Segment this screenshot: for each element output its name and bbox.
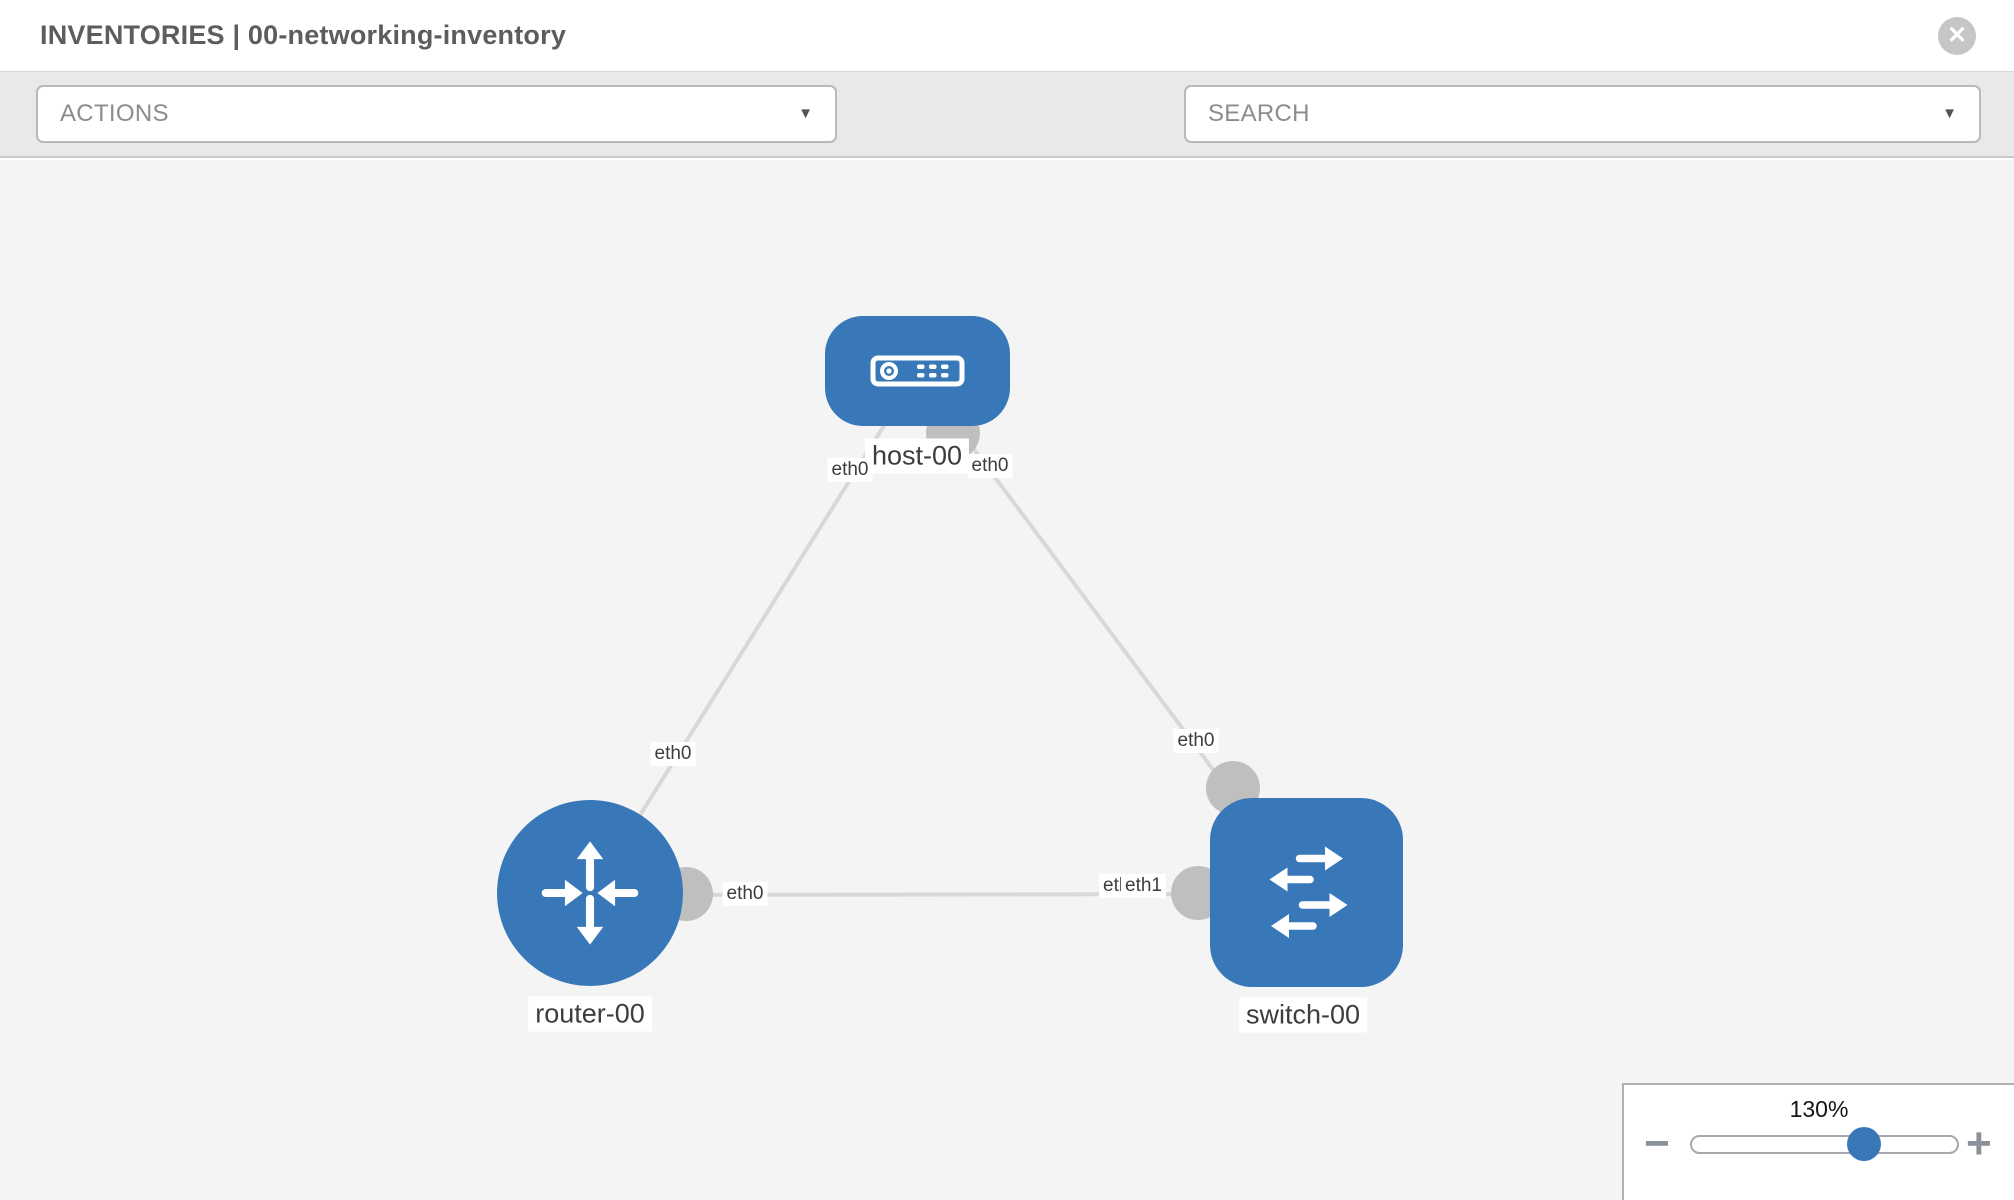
- search-dropdown[interactable]: SEARCH ▼: [1184, 85, 1981, 143]
- zoom-in-button[interactable]: +: [1966, 1116, 1992, 1172]
- interface-label-eth0: eth0: [1173, 729, 1219, 753]
- switch-icon: [1269, 846, 1347, 938]
- interface-label-eth0: eth0: [650, 742, 696, 766]
- node-label-router-00: router-00: [528, 996, 652, 1032]
- actions-dropdown-label: ACTIONS: [60, 100, 169, 127]
- node-label-switch-00: switch-00: [1238, 997, 1368, 1033]
- header: INVENTORIES | 00-networking-inventory ✕: [0, 0, 2014, 72]
- node-router-00[interactable]: [497, 800, 683, 986]
- topology-canvas[interactable]: host-00 router-00 switch-00 eth0 eth0 et…: [0, 160, 2014, 1200]
- interface-label-eth0: eth0: [967, 454, 1013, 478]
- toolbar: ACTIONS ▼ SEARCH ▼: [0, 72, 2014, 208]
- router-icon: [541, 841, 639, 945]
- zoom-out-button[interactable]: −: [1644, 1116, 1670, 1172]
- page-title: INVENTORIES | 00-networking-inventory: [40, 20, 567, 50]
- chevron-down-icon: ▼: [1942, 105, 1957, 122]
- node-switch-00[interactable]: [1210, 798, 1403, 987]
- node-host-00[interactable]: [825, 316, 1010, 426]
- zoom-slider-knob[interactable]: [1847, 1127, 1881, 1161]
- close-icon: ✕: [1946, 22, 1968, 49]
- search-placeholder: SEARCH: [1208, 100, 1310, 127]
- node-label-host-00: host-00: [864, 438, 970, 474]
- zoom-control: 130% − +: [1622, 1083, 2014, 1200]
- zoom-slider[interactable]: [1690, 1127, 1959, 1161]
- topology-links-layer: [588, 371, 1308, 921]
- actions-dropdown[interactable]: ACTIONS ▼: [36, 85, 837, 143]
- chevron-down-icon: ▼: [798, 105, 813, 122]
- interface-label-eth1: eth1: [1121, 874, 1166, 898]
- interface-label-eth0: eth0: [722, 882, 768, 906]
- zoom-percentage: 130%: [1789, 1096, 1849, 1122]
- close-button[interactable]: ✕: [1938, 17, 1976, 55]
- host-icon: [870, 355, 965, 387]
- interface-label-eth0: eth0: [827, 458, 873, 482]
